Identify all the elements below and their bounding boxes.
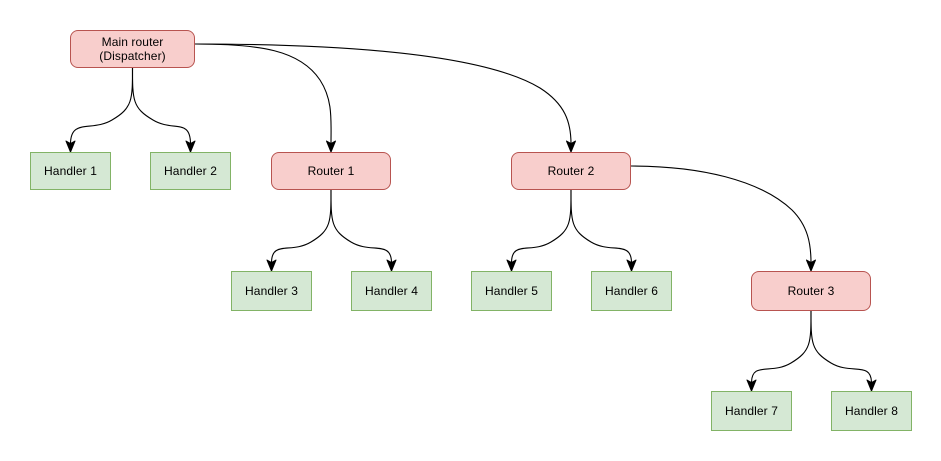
edge-main-router-to-router-1[interactable] [194, 43, 336, 153]
arrow-head-icon [266, 259, 277, 272]
edge-path [131, 67, 192, 145]
edge-router-3-to-handler-8[interactable] [810, 310, 877, 392]
edge-path [194, 43, 572, 145]
arrow-head-icon [566, 140, 576, 153]
edge-path [750, 310, 812, 384]
arrow-head-icon [506, 259, 517, 272]
arrow-head-icon [386, 259, 397, 272]
edge-router-2-to-router-3[interactable] [630, 165, 816, 272]
edge-path [330, 189, 393, 264]
edge-path [630, 165, 812, 264]
edge-router-3-to-handler-7[interactable] [746, 310, 812, 392]
node-handler-2[interactable]: Handler 2 [150, 152, 231, 190]
edge-path [270, 189, 332, 264]
node-router-1[interactable]: Router 1 [271, 152, 391, 190]
edge-router-2-to-handler-6[interactable] [570, 189, 637, 272]
edge-main-router-to-handler-2[interactable] [131, 67, 196, 153]
arrow-head-icon [65, 140, 76, 153]
node-handler-3[interactable]: Handler 3 [231, 271, 312, 311]
edge-path [570, 189, 633, 264]
node-router-2[interactable]: Router 2 [511, 152, 631, 190]
arrow-head-icon [626, 259, 637, 272]
edge-main-router-to-handler-1[interactable] [65, 67, 134, 153]
node-handler-7[interactable]: Handler 7 [711, 391, 792, 431]
edge-path [69, 67, 134, 145]
node-handler-1[interactable]: Handler 1 [30, 152, 111, 190]
node-handler-4[interactable]: Handler 4 [351, 271, 432, 311]
node-handler-8[interactable]: Handler 8 [831, 391, 912, 431]
arrow-head-icon [185, 140, 196, 153]
arrow-head-icon [746, 379, 757, 392]
edge-router-2-to-handler-5[interactable] [506, 189, 572, 272]
node-handler-5[interactable]: Handler 5 [471, 271, 552, 311]
edge-router-1-to-handler-4[interactable] [330, 189, 397, 272]
arrow-head-icon [326, 140, 336, 153]
edge-path [194, 43, 332, 145]
edge-path [810, 310, 873, 384]
edge-router-1-to-handler-3[interactable] [266, 189, 332, 272]
node-main-router[interactable]: Main router (Dispatcher) [70, 30, 195, 68]
node-handler-6[interactable]: Handler 6 [591, 271, 672, 311]
edge-main-router-to-router-2[interactable] [194, 43, 576, 153]
edge-path [510, 189, 572, 264]
arrow-head-icon [866, 379, 877, 392]
arrow-head-icon [806, 259, 816, 272]
node-router-3[interactable]: Router 3 [751, 271, 871, 311]
